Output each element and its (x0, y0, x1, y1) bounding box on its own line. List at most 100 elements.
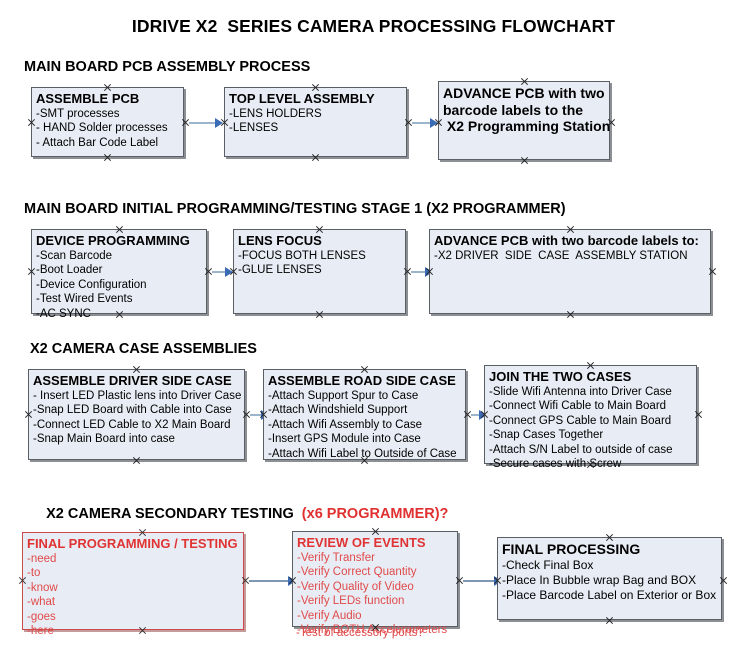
box-title: JOIN THE TWO CASES (489, 369, 632, 384)
box-line: -Verify Audio (297, 609, 362, 622)
connection-handle[interactable] (520, 156, 529, 165)
box-line: -Verify BOTH Accelerometers (297, 624, 448, 637)
connection-handle[interactable] (315, 225, 324, 234)
arrowhead-icon (215, 118, 223, 128)
connection-handle[interactable] (27, 118, 36, 127)
box-line: -Attach Wifi Label to Outside of Case (268, 447, 457, 460)
box-line: -Connect GPS Cable to Main Board (489, 414, 672, 427)
box-line: -know (27, 581, 58, 594)
box-line: -Test Wired Events (36, 293, 133, 306)
box-line: -Verify LEDs function (297, 595, 405, 608)
box-assemble-pcb[interactable]: ASSEMBLE PCB -SMT processes - HAND Solde… (31, 87, 184, 157)
connection-handle[interactable] (115, 310, 124, 319)
section-heading-x2-camera-secondary-testing: X2 CAMERA SECONDARY TESTING (x6 PROGRAMM… (30, 490, 448, 538)
box-title: ADVANCE PCB with two (443, 85, 605, 101)
box-overflow-line: -Test of accessory ports? (296, 627, 424, 639)
box-line: -what (27, 596, 56, 609)
connection-handle[interactable] (115, 225, 124, 234)
box-line: -Scan Barcode (36, 249, 113, 262)
connection-handle[interactable] (18, 576, 27, 585)
connection-handle[interactable] (719, 576, 728, 585)
connection-handle[interactable] (132, 456, 141, 465)
box-line: -Attach S/N Label to outside of case (489, 443, 673, 456)
box-final-programming-testing[interactable]: FINAL PROGRAMMING / TESTING -need -to -k… (22, 532, 244, 637)
box-assemble-road-side-case[interactable]: ASSEMBLE ROAD SIDE CASE -Attach Support … (263, 369, 466, 460)
connection-handle[interactable] (371, 527, 380, 536)
box-line: -Place Barcode Label on Exterior or Box (502, 587, 717, 602)
box-lens-focus[interactable]: LENS FOCUS -FOCUS BOTH LENSES -GLUE LENS… (233, 229, 406, 314)
connector-arrow (471, 414, 483, 416)
box-line: -Insert GPS Module into Case (268, 433, 421, 446)
box-title: ASSEMBLE PCB (36, 91, 140, 106)
box-line: -FOCUS BOTH LENSES (238, 249, 366, 262)
connection-handle[interactable] (229, 267, 238, 276)
connection-handle[interactable] (520, 77, 529, 86)
connection-handle[interactable] (694, 410, 703, 419)
connection-handle[interactable] (586, 361, 595, 370)
box-advance-pcb-to-driver-side-case-assembly[interactable]: ADVANCE PCB with two barcode labels to: … (429, 229, 711, 314)
box-assemble-driver-side-case[interactable]: ASSEMBLE DRIVER SIDE CASE - Insert LED P… (28, 369, 245, 460)
connection-handle[interactable] (566, 225, 575, 234)
connection-handle[interactable] (708, 267, 717, 276)
box-line: -Place In Bubble wrap Bag and BOX (502, 572, 697, 587)
box-line: - Attach Bar Code Label (36, 136, 159, 149)
connection-handle[interactable] (315, 310, 324, 319)
section-heading-main-board-pcb-assembly-process: MAIN BOARD PCB ASSEMBLY PROCESS (24, 59, 311, 75)
box-advance-pcb-to-x2-programming-station[interactable]: ADVANCE PCB with two barcode labels to t… (438, 81, 610, 160)
connection-handle[interactable] (311, 153, 320, 162)
connection-handle[interactable] (605, 533, 614, 542)
box-line: -Boot Loader (36, 264, 103, 277)
box-line: -here (27, 625, 54, 638)
connector-arrow (412, 122, 434, 124)
box-device-programming[interactable]: DEVICE PROGRAMMING -Scan Barcode -Boot L… (31, 229, 207, 320)
connection-handle[interactable] (311, 83, 320, 92)
box-line: -Snap Main Board into case (33, 433, 175, 446)
connection-handle[interactable] (360, 365, 369, 374)
box-line: -Connect LED Cable to X2 Main Board (33, 418, 231, 431)
connection-handle[interactable] (220, 118, 229, 127)
box-line: -GLUE LENSES (238, 264, 322, 277)
connection-handle[interactable] (607, 118, 616, 127)
connection-handle[interactable] (24, 410, 33, 419)
box-line: -LENSES (229, 122, 279, 135)
box-top-level-assembly[interactable]: TOP LEVEL ASSEMBLY -LENS HOLDERS -LENSES (224, 87, 407, 157)
connection-handle[interactable] (27, 267, 36, 276)
box-line: -LENS HOLDERS (229, 107, 322, 120)
connection-handle[interactable] (360, 456, 369, 465)
connection-handle[interactable] (434, 118, 443, 127)
box-title: LENS FOCUS (238, 233, 322, 248)
box-line: -Attach Windshield Support (268, 404, 408, 417)
connection-handle[interactable] (259, 410, 268, 419)
connection-handle[interactable] (605, 616, 614, 625)
connection-handle[interactable] (132, 365, 141, 374)
connection-handle[interactable] (493, 576, 502, 585)
connector-arrow (212, 271, 229, 273)
connection-handle[interactable] (288, 576, 297, 585)
box-line: -Connect Wifi Cable to Main Board (489, 400, 667, 413)
box-line: -Check Final Box (502, 557, 594, 572)
connector-arrow (249, 580, 293, 582)
connection-handle[interactable] (566, 310, 575, 319)
connector-arrow (250, 414, 265, 416)
box-join-the-two-cases[interactable]: JOIN THE TWO CASES -Slide Wifi Antenna i… (484, 365, 697, 470)
connection-handle[interactable] (371, 623, 380, 632)
box-title: FINAL PROCESSING (502, 541, 641, 557)
connection-handle[interactable] (480, 410, 489, 419)
box-line: -Device Configuration (36, 278, 147, 291)
box-line: -Secure cases with Screw (489, 458, 622, 471)
connection-handle[interactable] (103, 153, 112, 162)
connection-handle[interactable] (103, 83, 112, 92)
box-line: -Slide Wifi Antenna into Driver Case (489, 385, 672, 398)
box-title: REVIEW OF EVENTS (297, 535, 426, 550)
box-review-of-events[interactable]: REVIEW OF EVENTS -Verify Transfer -Verif… (292, 531, 458, 636)
connection-handle[interactable] (425, 267, 434, 276)
box-line: - Insert LED Plastic lens into Driver Ca… (33, 389, 242, 402)
box-title: DEVICE PROGRAMMING (36, 233, 190, 248)
box-final-processing[interactable]: FINAL PROCESSING -Check Final Box -Place… (497, 537, 722, 620)
box-line: -Attach Wifi Assembly to Case (268, 418, 423, 431)
connection-handle[interactable] (138, 626, 147, 635)
box-line: -to (27, 567, 41, 580)
connection-handle[interactable] (586, 460, 595, 469)
connection-handle[interactable] (138, 528, 147, 537)
